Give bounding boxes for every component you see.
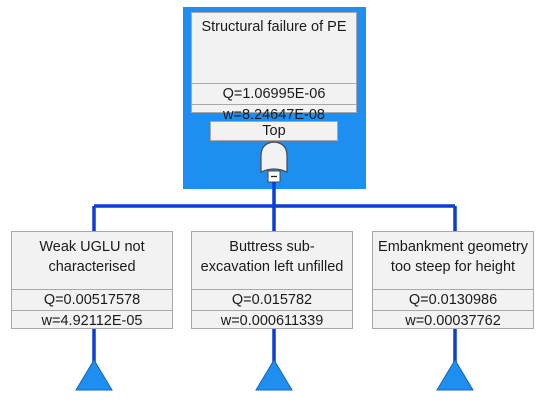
basic-event-probability: Q=0.015782	[192, 289, 352, 310]
top-event-box[interactable]: Structural failure of PE Q=1.06995E-06 w…	[191, 12, 357, 123]
basic-event-probability: Q=0.00517578	[12, 289, 172, 310]
basic-event-frequency: w=4.92112E-05	[12, 310, 172, 330]
transfer-triangle-icon[interactable]	[255, 359, 293, 391]
basic-event-description: Embankment geometry too steep for height	[378, 239, 528, 275]
transfer-triangle-icon[interactable]	[436, 359, 474, 391]
top-event-probability: Q=1.06995E-06	[192, 83, 356, 104]
basic-event-frequency: w=0.00037762	[373, 310, 533, 330]
basic-event-description: Weak UGLU not characterised	[39, 239, 145, 275]
or-gate-icon[interactable]	[260, 141, 288, 173]
top-event-description: Structural failure of PE	[201, 19, 347, 35]
transfer-triangle-icon[interactable]	[75, 359, 113, 391]
basic-event-box[interactable]: Buttress sub-excavation left unfilled Q=…	[191, 231, 353, 329]
basic-event-probability: Q=0.0130986	[373, 289, 533, 310]
basic-event-description: Buttress sub-excavation left unfilled	[200, 239, 344, 275]
basic-event-frequency: w=0.000611339	[192, 310, 352, 330]
basic-event-box[interactable]: Embankment geometry too steep for height…	[372, 231, 534, 329]
basic-event-box[interactable]: Weak UGLU not characterised Q=0.00517578…	[11, 231, 173, 329]
top-gate-label[interactable]: Top	[210, 121, 338, 141]
